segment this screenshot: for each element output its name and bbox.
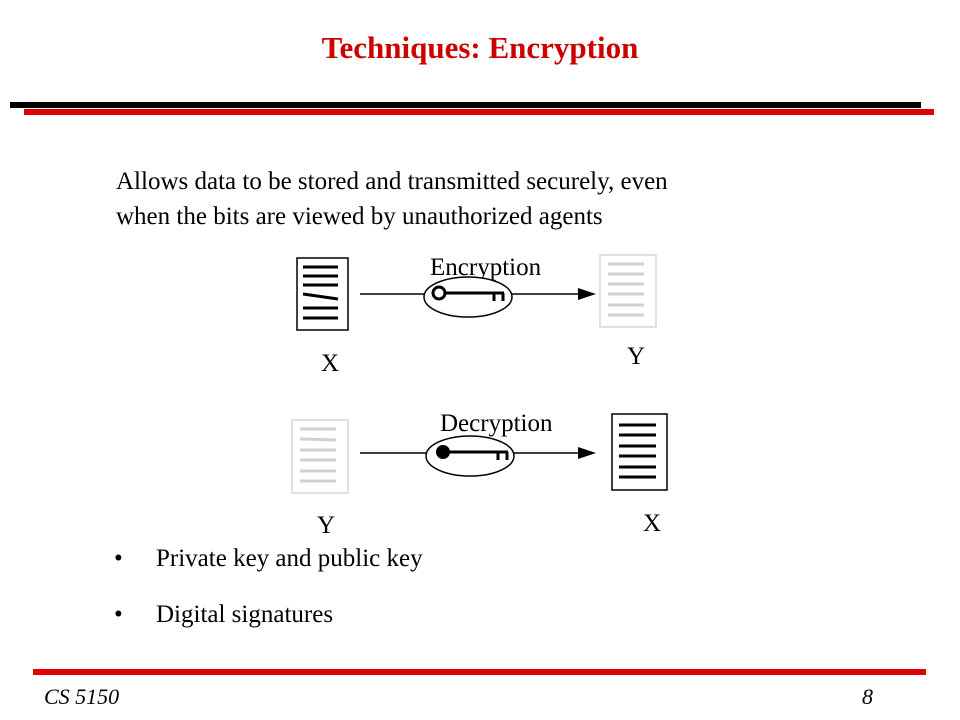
bullet-list: • Private key and public key • Digital s…: [114, 545, 423, 657]
bullet-text: Digital signatures: [156, 601, 334, 628]
footer-divider: [33, 669, 926, 675]
enc-source-label: X: [321, 350, 339, 377]
title-divider-black: [10, 102, 921, 108]
bullet-item: • Private key and public key: [114, 545, 423, 601]
key-icon: [425, 435, 515, 477]
bullet-text: Private key and public key: [156, 545, 423, 572]
decryption-label: Decryption: [440, 410, 553, 437]
intro-line-2: when the bits are viewed by unauthorized…: [116, 203, 603, 230]
key-icon: [423, 276, 513, 318]
document-icon: [296, 257, 349, 331]
title-divider-red: [24, 109, 934, 115]
footer-page-number: 8: [862, 684, 873, 709]
bullet-icon: •: [114, 545, 123, 572]
footer-course: CS 5150: [44, 684, 120, 709]
intro-line-1: Allows data to be stored and transmitted…: [116, 168, 668, 195]
faded-document-icon: [291, 419, 349, 494]
slide-title: Techniques: Encryption: [321, 30, 639, 65]
faded-document-icon: [599, 254, 657, 328]
bullet-icon: •: [114, 601, 123, 628]
intro-text: Allows data to be stored and transmitted…: [116, 164, 876, 234]
document-icon: [611, 413, 668, 491]
dec-target-label: X: [643, 510, 661, 537]
encryption-label: Encryption: [430, 254, 542, 281]
dec-source-label: Y: [317, 512, 335, 539]
enc-target-label: Y: [627, 343, 645, 370]
bullet-item: • Digital signatures: [114, 601, 423, 657]
